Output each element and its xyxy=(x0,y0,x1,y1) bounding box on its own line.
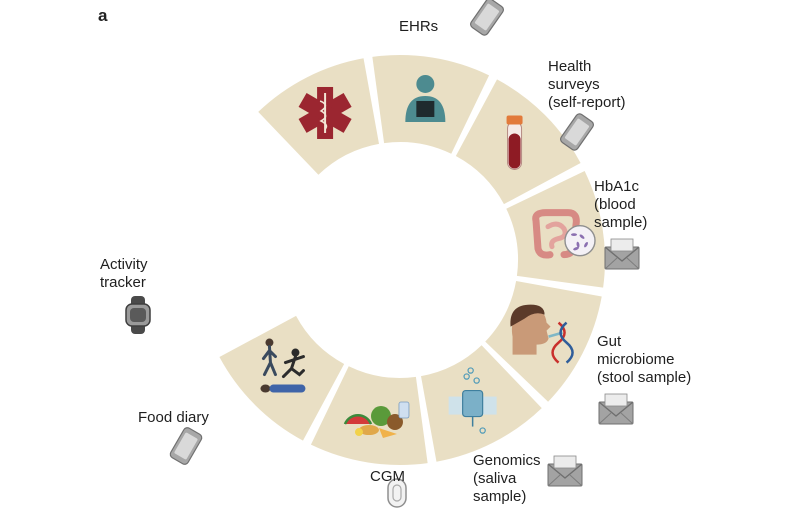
label-line: sample) xyxy=(594,214,648,231)
label-line: Genomics xyxy=(473,452,541,469)
label-line: microbiome xyxy=(597,351,675,368)
label-line: (stool sample) xyxy=(597,369,692,386)
glucose-sensor-skin-icon xyxy=(448,367,497,434)
walking-running-sleeping-icon xyxy=(260,338,306,393)
panel-letter: a xyxy=(98,6,108,25)
label-line: Food diary xyxy=(138,409,209,426)
star-of-life-medical-icon xyxy=(298,86,352,139)
segment-activity-tracker xyxy=(219,315,345,441)
label-line: Health xyxy=(548,58,592,75)
food-pile-icon xyxy=(343,401,410,439)
label-line: EHRs xyxy=(399,18,439,35)
label-cgm: CGM xyxy=(370,468,405,486)
label-ehrs: EHRs xyxy=(399,18,438,36)
smartwatch-icon xyxy=(125,296,151,334)
label-line: (blood xyxy=(594,196,636,213)
label-line: Activity xyxy=(100,256,148,273)
label-line: (saliva xyxy=(473,470,517,487)
label-line: HbA1c xyxy=(594,178,640,195)
collection-device-icons xyxy=(125,0,640,508)
envelope-icon xyxy=(547,455,583,487)
label-line: surveys xyxy=(548,76,600,93)
label-line: Gut xyxy=(597,333,622,350)
phone-icon xyxy=(468,0,506,38)
intestine-microbes-icon xyxy=(532,209,596,259)
label-line: CGM xyxy=(370,468,405,485)
label-line: tracker xyxy=(100,274,146,291)
person-dna-swab-icon xyxy=(510,304,574,364)
phone-icon xyxy=(168,425,204,467)
segment-illustrations xyxy=(260,74,596,439)
envelope-icon xyxy=(598,393,634,425)
envelope-icon xyxy=(604,238,640,270)
blood-tube-icon xyxy=(506,115,523,170)
segment-gut-microbiome xyxy=(506,170,605,288)
label-food-diary: Food diary xyxy=(138,409,209,427)
segment-food-diary xyxy=(310,366,428,465)
label-line: sample) xyxy=(473,488,527,505)
person-with-tablet-icon xyxy=(405,74,446,122)
label-line: (self-report) xyxy=(548,94,626,111)
glucose-sensor-icon xyxy=(387,478,407,508)
